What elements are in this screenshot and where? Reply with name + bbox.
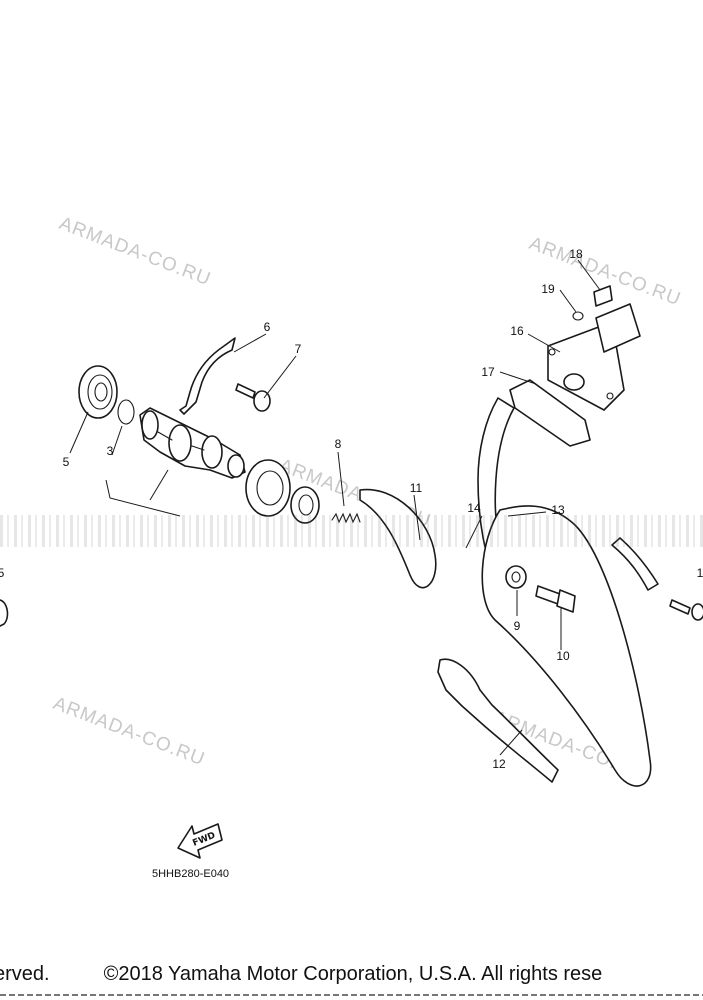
sprocket-part-11 bbox=[359, 488, 437, 589]
fwd-arrow-icon: FWD bbox=[177, 823, 223, 859]
bearing-part-5 bbox=[78, 365, 118, 419]
tensioner-part-16 bbox=[547, 303, 641, 411]
bolt-part-18 bbox=[593, 285, 613, 307]
callout-partial-1: 1 bbox=[697, 566, 703, 580]
callout-partial-5: 5 bbox=[0, 566, 5, 580]
chain-guide-part-12 bbox=[437, 658, 559, 783]
gasket-part-17 bbox=[509, 379, 591, 447]
callout-18: 18 bbox=[569, 247, 583, 261]
bearing-pair bbox=[245, 459, 320, 524]
callout-14: 14 bbox=[467, 501, 481, 515]
callout-11: 11 bbox=[410, 481, 423, 495]
callout-5: 5 bbox=[63, 455, 70, 469]
nut-edge bbox=[691, 603, 703, 621]
washer-part-9 bbox=[505, 565, 527, 589]
callout-9: 9 bbox=[514, 619, 521, 633]
watermark: ARMADA-CO.RU bbox=[56, 213, 214, 290]
scan-noise-band bbox=[0, 515, 703, 547]
callouts: 6 7 5 3 8 11 14 13 9 10 12 16 17 19 18 5… bbox=[0, 247, 703, 771]
leader-lines bbox=[69, 259, 601, 756]
callout-3: 3 bbox=[107, 444, 114, 458]
callout-8: 8 bbox=[335, 437, 342, 451]
callout-19: 19 bbox=[541, 282, 555, 296]
copyright-text: ©2018 Yamaha Motor Corporation, U.S.A. A… bbox=[103, 963, 603, 985]
chain-tensioner-arm-part-15 bbox=[611, 537, 659, 591]
watermark: ARMADA-CO.RU bbox=[50, 693, 208, 770]
washer-part-19 bbox=[572, 311, 584, 321]
partial-part-left bbox=[0, 599, 9, 627]
bolt-part-10 bbox=[535, 585, 576, 613]
callout-16: 16 bbox=[510, 324, 524, 338]
o-ring-part-3 bbox=[117, 399, 135, 425]
callout-13: 13 bbox=[551, 503, 565, 517]
copyright-line: erved. ©2018 Yamaha Motor Corporation, U.… bbox=[0, 963, 602, 986]
camshaft bbox=[139, 407, 246, 479]
callout-12: 12 bbox=[492, 757, 506, 771]
bolt-part-15b bbox=[669, 599, 691, 615]
callout-17: 17 bbox=[481, 365, 495, 379]
callout-6: 6 bbox=[264, 320, 271, 334]
diagram-code: 5HHB280-E040 bbox=[152, 868, 229, 880]
callout-10: 10 bbox=[556, 649, 570, 663]
copyright-fragment: erved. bbox=[0, 963, 50, 985]
spring-part-8 bbox=[331, 512, 361, 524]
footer-rule bbox=[0, 994, 703, 996]
bracket-part-6 bbox=[179, 337, 236, 415]
callout-7: 7 bbox=[295, 342, 302, 356]
